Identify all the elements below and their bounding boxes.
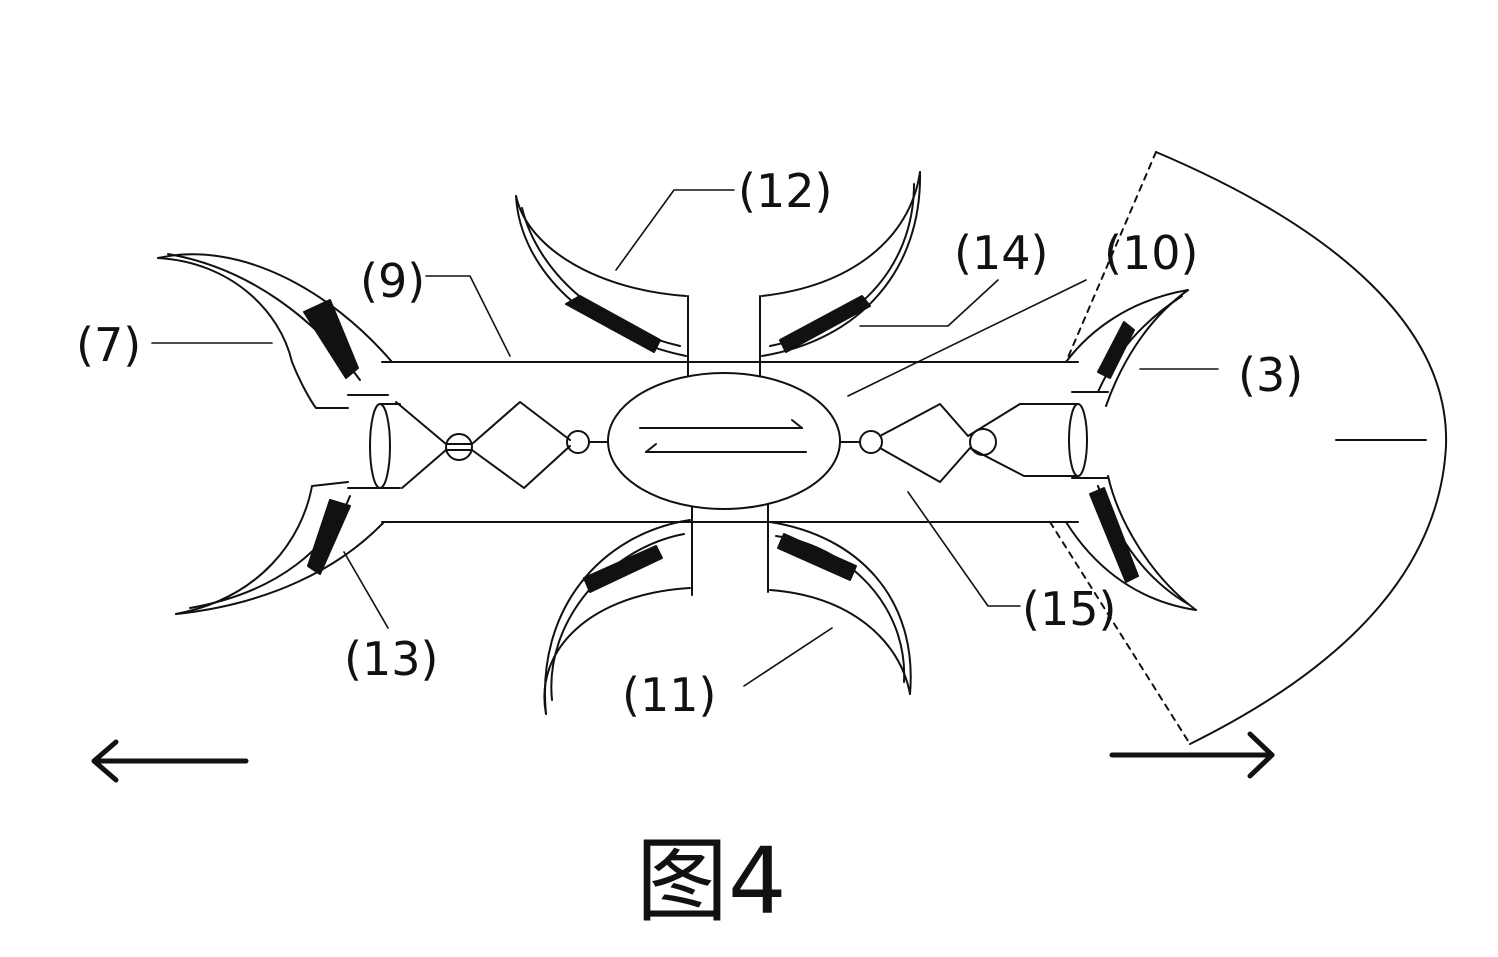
label-12: (12) xyxy=(738,164,833,218)
figure-caption: 图4 xyxy=(636,828,787,935)
blade-top-right xyxy=(762,172,920,356)
blade-lower-right xyxy=(1066,476,1196,610)
main-shaft xyxy=(348,362,1108,522)
label-13: (13) xyxy=(344,632,439,686)
label-10: (10) xyxy=(1104,226,1199,280)
blade-top-left xyxy=(516,196,686,356)
label-3: (3) xyxy=(1238,348,1304,402)
blade-bottom-right xyxy=(770,522,911,694)
rotation-sweep xyxy=(1050,152,1446,744)
right-arrow-icon xyxy=(1112,734,1272,776)
left-arrow-icon xyxy=(94,742,246,780)
blade-bottom-left xyxy=(544,520,690,714)
label-14: (14) xyxy=(954,226,1049,280)
blade-lower-left xyxy=(176,482,384,614)
blade-upper-left xyxy=(158,254,392,408)
linkage-right xyxy=(840,404,1087,482)
label-15: (15) xyxy=(1022,582,1117,636)
label-7: (7) xyxy=(76,318,142,372)
central-hub xyxy=(608,373,840,509)
blade-upper-right xyxy=(1066,290,1188,406)
label-9: (9) xyxy=(360,254,426,308)
label-11: (11) xyxy=(622,668,717,722)
linkage-left xyxy=(370,402,608,488)
leader-lines xyxy=(152,190,1218,686)
